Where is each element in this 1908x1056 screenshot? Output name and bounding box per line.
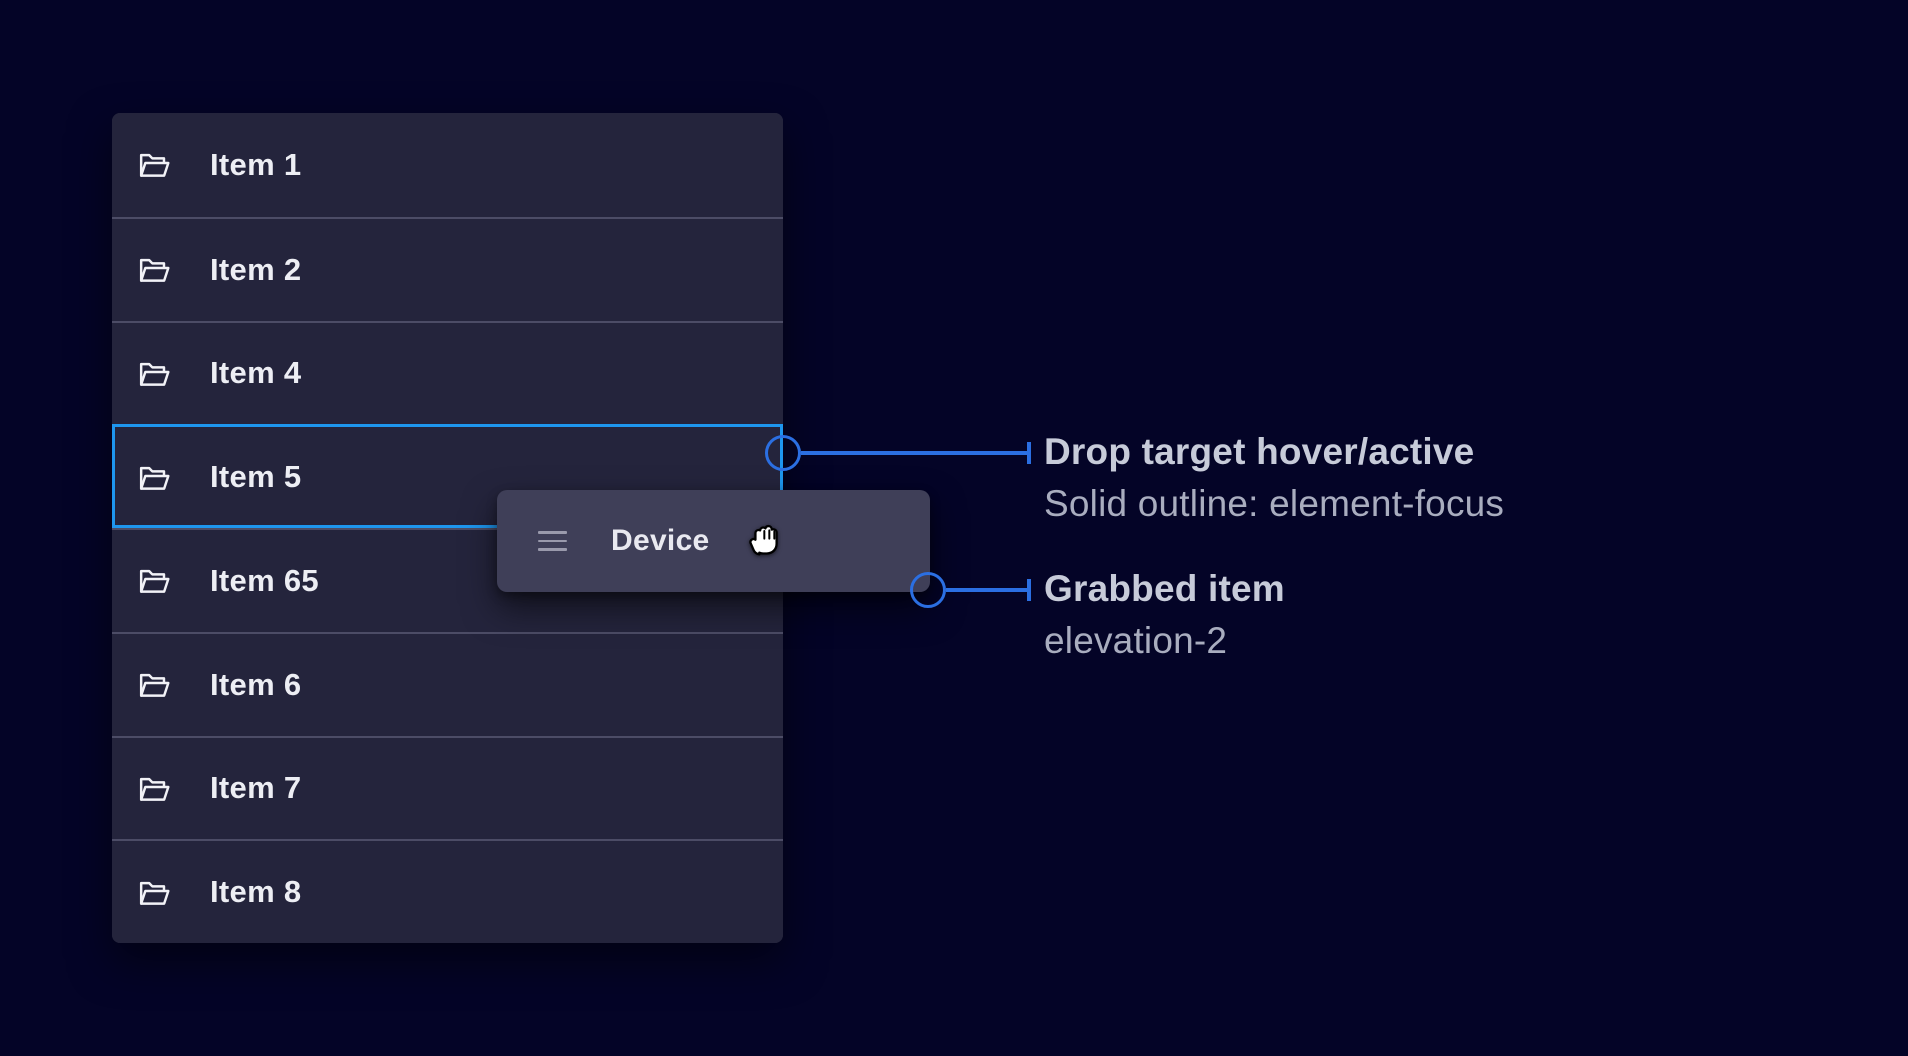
callout-subtitle: elevation-2 xyxy=(1044,620,1228,661)
list-item[interactable]: Item 8 xyxy=(112,839,783,943)
callout-title: Grabbed item xyxy=(1044,568,1285,609)
list-item-label: Item 2 xyxy=(210,251,302,287)
list-item[interactable]: Item 7 xyxy=(112,735,783,840)
list-item[interactable]: Item 4 xyxy=(112,320,783,425)
list-item-label: Item 1 xyxy=(210,146,302,182)
list-item-label: Item 6 xyxy=(210,666,302,702)
folder-icon xyxy=(135,770,172,807)
folder-icon xyxy=(135,874,172,911)
list-item-label: Item 8 xyxy=(210,874,302,910)
callout-leader-line xyxy=(946,588,1028,592)
callout-leader-tick xyxy=(1027,579,1031,601)
folder-icon xyxy=(135,355,172,392)
grabbing-hand-cursor xyxy=(747,520,787,558)
list-item-label: Item 4 xyxy=(210,355,302,391)
folder-icon xyxy=(135,146,172,183)
callout-subtitle: Solid outline: element-focus xyxy=(1044,483,1505,524)
dragged-item-card[interactable]: Device xyxy=(497,490,930,592)
folder-icon xyxy=(135,666,172,703)
folder-icon xyxy=(135,251,172,288)
list-item[interactable]: Item 6 xyxy=(112,631,783,736)
dragged-item-label: Device xyxy=(611,524,710,557)
list-item[interactable]: Item 2 xyxy=(112,216,783,321)
drag-handle-icon[interactable] xyxy=(538,531,567,551)
callout-leader-line xyxy=(801,451,1028,455)
list-item-label: Item 7 xyxy=(210,770,302,806)
list-item-label: Item 65 xyxy=(210,562,319,598)
callout-circle-drop-target xyxy=(765,435,801,471)
callout-drop-target: Drop target hover/active Solid outline: … xyxy=(1044,426,1504,530)
item-list-panel: Item 1 Item 2 Item 4 xyxy=(112,113,783,943)
folder-icon xyxy=(135,562,172,599)
callout-circle-grabbed-item xyxy=(910,572,946,608)
callout-leader-tick xyxy=(1027,442,1031,464)
list-item-label: Item 5 xyxy=(210,459,302,495)
callout-grabbed-item: Grabbed item elevation-2 xyxy=(1044,563,1285,667)
list-item[interactable]: Item 1 xyxy=(112,113,783,217)
callout-title: Drop target hover/active xyxy=(1044,431,1475,472)
folder-icon xyxy=(135,459,172,496)
